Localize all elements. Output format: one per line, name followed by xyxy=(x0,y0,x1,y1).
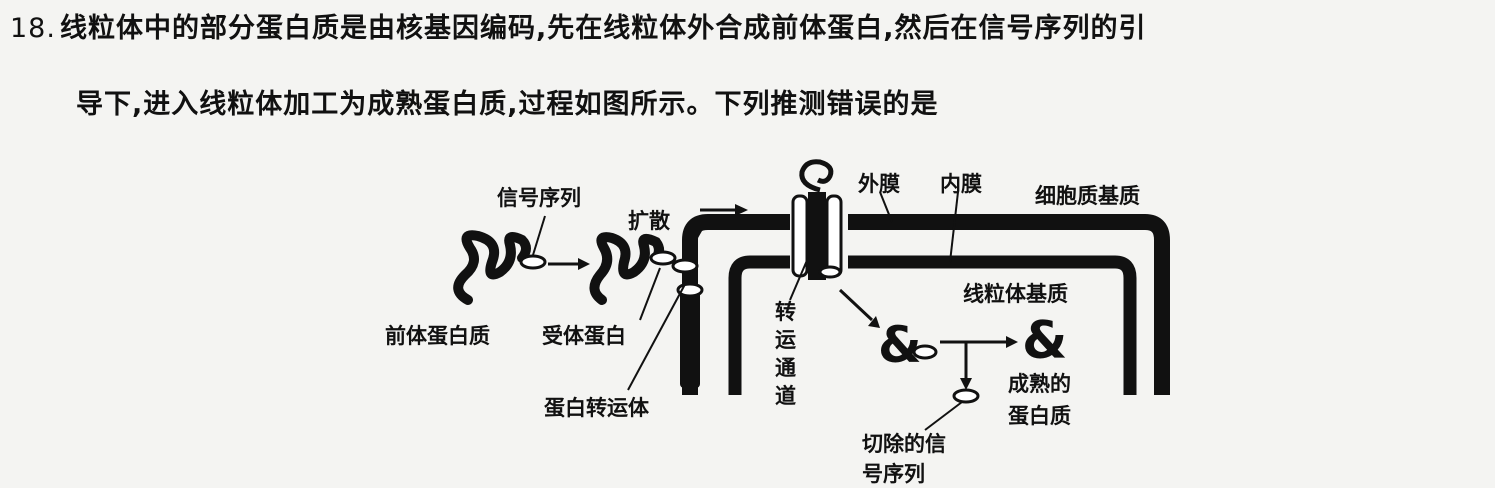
label-mature-protein-1: 成熟的 xyxy=(1008,372,1071,396)
question-line-1: 18.线粒体中的部分蛋白质是由核基因编码,先在线粒体外合成前体蛋白,然后在信号序… xyxy=(10,6,1146,45)
label-receptor-protein: 受体蛋白 xyxy=(542,324,626,348)
label-cleaved-signal-2: 号序列 xyxy=(862,462,925,486)
label-mitochondrial-matrix: 线粒体基质 xyxy=(963,282,1068,306)
matrix-protein-with-signal: & xyxy=(878,316,922,374)
label-cytoplasmic-matrix: 细胞质基质 xyxy=(1035,184,1140,208)
label-mature-protein-2: 蛋白质 xyxy=(1008,404,1071,428)
label-signal-sequence: 信号序列 xyxy=(497,186,581,210)
label-cleaved-signal-1: 切除的信 xyxy=(862,432,946,456)
transport-channel xyxy=(791,192,843,280)
label-diffusion: 扩散 xyxy=(628,209,670,233)
label-precursor-protein: 前体蛋白质 xyxy=(385,324,490,348)
label-transport-channel: 转运通道 xyxy=(775,300,796,408)
receptor-oval xyxy=(649,250,677,266)
inner-membrane xyxy=(728,255,1137,395)
protein-transporter-base xyxy=(680,288,700,388)
precursor-protein-shape xyxy=(453,230,531,305)
question-number: 18. xyxy=(10,13,56,44)
question-line-2: 导下,进入线粒体加工为成熟蛋白质,过程如图所示。下列推测错误的是 xyxy=(76,89,939,120)
outer-membrane xyxy=(682,214,1170,395)
mature-protein-shape: & xyxy=(1022,311,1067,371)
cleaved-signal-oval xyxy=(952,388,980,404)
signal-sequence-oval xyxy=(519,254,547,270)
label-protein-transporter: 蛋白转运体 xyxy=(544,396,649,420)
channel-protein-coil xyxy=(799,159,834,193)
label-inner-membrane: 内膜 xyxy=(940,172,982,196)
receptor-oval-2 xyxy=(671,258,699,274)
label-outer-membrane: 外膜 xyxy=(858,172,900,196)
question-text-1: 线粒体中的部分蛋白质是由核基因编码,先在线粒体外合成前体蛋白,然后在信号序列的引 xyxy=(59,13,1147,44)
receptor-protein-shape xyxy=(589,232,664,305)
